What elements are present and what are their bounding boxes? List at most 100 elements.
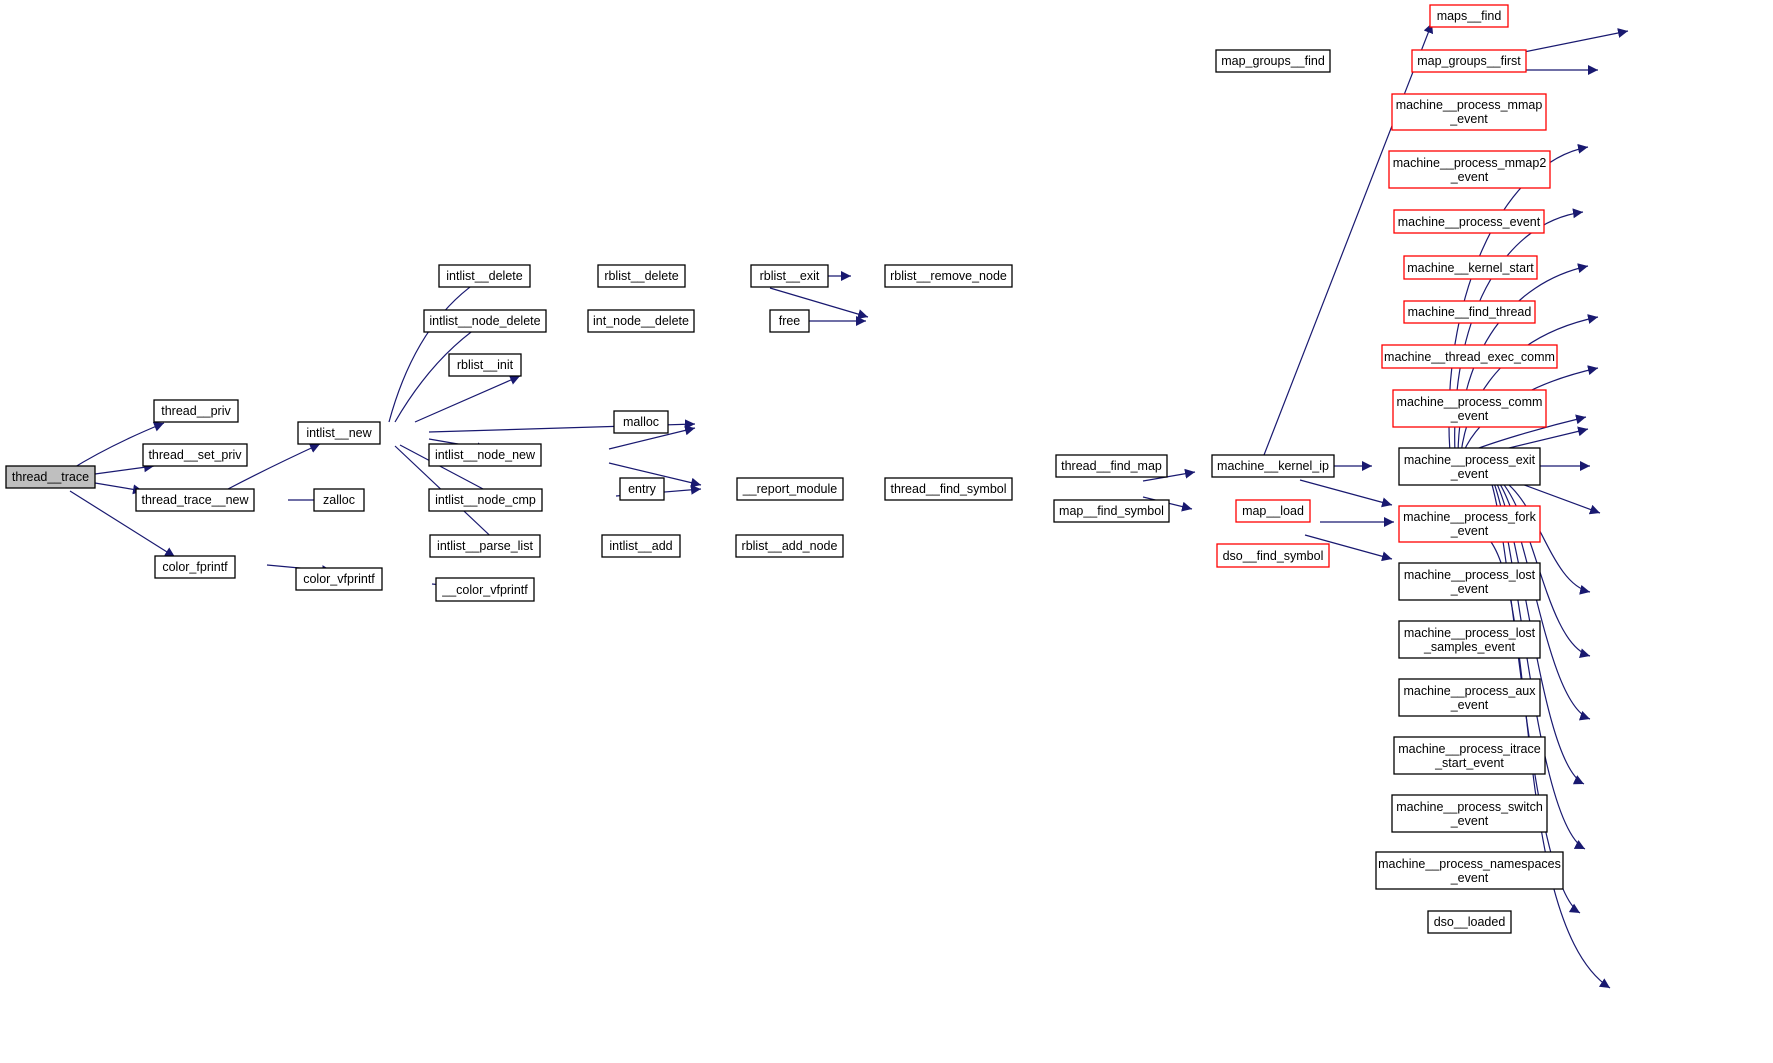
node-machine-kernel-ip[interactable]: machine__kernel_ip: [1211, 454, 1335, 478]
svg-text:machine__thread_exec_comm: machine__thread_exec_comm: [1384, 350, 1555, 364]
node-report-module[interactable]: __report_module: [736, 477, 844, 501]
svg-text:_event: _event: [1450, 467, 1489, 481]
svg-text:thread_trace__new: thread_trace__new: [141, 493, 249, 507]
svg-text:machine__process_aux: machine__process_aux: [1403, 684, 1536, 698]
node-thread-find-map[interactable]: thread__find_map: [1055, 454, 1168, 478]
svg-text:color_fprintf: color_fprintf: [162, 560, 228, 574]
svg-text:map__load: map__load: [1242, 504, 1304, 518]
svg-text:thread__priv: thread__priv: [161, 404, 231, 418]
svg-text:_event: _event: [1450, 814, 1489, 828]
node-rblist-delete[interactable]: rblist__delete: [597, 264, 686, 288]
svg-text:intlist__delete: intlist__delete: [446, 269, 522, 283]
edge-map-find-symbol-to-dso-find-symbol: [1304, 534, 1393, 562]
node-m-itrace[interactable]: machine__process_itrace _start_event: [1393, 736, 1546, 775]
svg-text:entry: entry: [628, 482, 657, 496]
svg-text:thread__trace: thread__trace: [12, 470, 89, 484]
node-thread-find-symbol[interactable]: thread__find_symbol: [884, 477, 1013, 501]
edge-thread-trace-to-color-fprintf: [69, 490, 176, 558]
node-map-groups-first[interactable]: map_groups__first: [1411, 49, 1527, 73]
node-thread-set-priv[interactable]: thread__set_priv: [142, 443, 248, 467]
node-m-mmap[interactable]: machine__process_mmap _event: [1391, 93, 1547, 131]
node-rblist-init[interactable]: rblist__init: [448, 353, 522, 377]
svg-text:maps__find: maps__find: [1437, 9, 1502, 23]
svg-text:machine__find_thread: machine__find_thread: [1408, 305, 1532, 319]
svg-text:machine__process_itrace: machine__process_itrace: [1398, 742, 1540, 756]
edge-thread-trace-to-thread-set-priv: [94, 462, 155, 475]
node-m-lostsamples[interactable]: machine__process_lost _samples_event: [1398, 620, 1541, 659]
svg-text:__color_vfprintf: __color_vfprintf: [441, 583, 528, 597]
node-int-node-delete[interactable]: int_node__delete: [587, 309, 695, 333]
node-m-comm[interactable]: machine__process_comm _event: [1392, 389, 1547, 428]
node-map-find-symbol[interactable]: map__find_symbol: [1053, 499, 1170, 523]
edge-intlist-node-new-to-entry: [608, 462, 702, 488]
node-map-load[interactable]: map__load: [1235, 499, 1311, 523]
node-color-vfprintf[interactable]: color_vfprintf: [295, 567, 383, 591]
node-color-fprintf[interactable]: color_fprintf: [154, 555, 236, 579]
node-intlist-node-cmp[interactable]: intlist__node_cmp: [428, 488, 543, 512]
node-entry[interactable]: entry: [619, 477, 665, 501]
svg-text:__report_module: __report_module: [742, 482, 838, 496]
node-dso-loaded[interactable]: dso__loaded: [1427, 910, 1512, 934]
svg-text:machine__process_mmap: machine__process_mmap: [1396, 98, 1543, 112]
svg-text:rblist__add_node: rblist__add_node: [742, 539, 838, 553]
svg-text:intlist__add: intlist__add: [609, 539, 672, 553]
node-dso-find-symbol[interactable]: dso__find_symbol: [1216, 543, 1330, 568]
svg-text:thread__find_symbol: thread__find_symbol: [890, 482, 1006, 496]
svg-text:intlist__node_new: intlist__node_new: [435, 448, 536, 462]
node-intlist-node-delete[interactable]: intlist__node_delete: [423, 309, 547, 333]
svg-text:machine__kernel_ip: machine__kernel_ip: [1217, 459, 1329, 473]
node-malloc[interactable]: malloc: [613, 410, 669, 434]
svg-text:intlist__new: intlist__new: [306, 426, 372, 440]
svg-text:_event: _event: [1450, 409, 1489, 423]
svg-text:_event: _event: [1449, 112, 1488, 126]
edge-rblist-delete-to-free: [769, 287, 869, 319]
node-rblist-add-node[interactable]: rblist__add_node: [735, 534, 844, 558]
svg-text:rblist__init: rblist__init: [457, 358, 514, 372]
node-m-fork[interactable]: machine__process_fork _event: [1398, 505, 1541, 543]
edge-kernel-ip-to-m-lostsamples: [1497, 477, 1591, 658]
svg-text:intlist__node_delete: intlist__node_delete: [429, 314, 540, 328]
svg-text:machine__process_namespaces: machine__process_namespaces: [1378, 857, 1561, 871]
node-m-exit[interactable]: machine__process_exit _event: [1398, 447, 1541, 486]
node-free[interactable]: free: [769, 309, 810, 333]
node-maps-find[interactable]: maps__find: [1429, 4, 1509, 28]
node-color-vfprintf2[interactable]: __color_vfprintf: [435, 577, 535, 602]
edge-intlist-node-new-to-malloc: [608, 425, 696, 450]
node-m-mmap2[interactable]: machine__process_mmap2 _event: [1388, 150, 1551, 189]
edge-kernel-ip-to-m-aux: [1495, 477, 1591, 721]
node-m-aux[interactable]: machine__process_aux _event: [1398, 678, 1541, 717]
svg-text:int_node__delete: int_node__delete: [593, 314, 689, 328]
svg-text:malloc: malloc: [623, 415, 659, 429]
node-m-kstart[interactable]: machine__kernel_start: [1403, 255, 1538, 280]
node-intlist-add[interactable]: intlist__add: [601, 534, 681, 558]
node-map-groups-find[interactable]: map_groups__find: [1215, 49, 1331, 73]
node-thread-priv[interactable]: thread__priv: [153, 399, 239, 423]
node-m-event[interactable]: machine__process_event: [1393, 209, 1545, 234]
node-zalloc[interactable]: zalloc: [313, 488, 365, 512]
svg-text:thread__set_priv: thread__set_priv: [148, 448, 242, 462]
svg-text:machine__process_fork: machine__process_fork: [1403, 510, 1536, 524]
svg-text:map_groups__find: map_groups__find: [1221, 54, 1325, 68]
node-m-lost[interactable]: machine__process_lost _event: [1398, 562, 1541, 601]
node-m-switch[interactable]: machine__process_switch _event: [1391, 794, 1548, 833]
svg-text:rblist__delete: rblist__delete: [604, 269, 678, 283]
edge-kernel-ip-to-m-lost: [1499, 477, 1591, 595]
node-intlist-delete[interactable]: intlist__delete: [438, 264, 531, 288]
node-m-ns[interactable]: machine__process_namespaces _event: [1375, 851, 1564, 890]
svg-text:free: free: [779, 314, 801, 328]
node-intlist-node-new[interactable]: intlist__node_new: [428, 443, 542, 467]
node-intlist-parse-list[interactable]: intlist__parse_list: [429, 534, 541, 558]
node-rblist-remove-node[interactable]: rblist__remove_node: [884, 264, 1013, 288]
svg-text:machine__kernel_start: machine__kernel_start: [1407, 261, 1534, 275]
edge-intlist-new-to-rblist-init: [414, 375, 521, 423]
node-m-findthread[interactable]: machine__find_thread: [1403, 300, 1536, 324]
node-rblist-exit[interactable]: rblist__exit: [750, 264, 829, 288]
svg-text:dso__loaded: dso__loaded: [1434, 915, 1506, 929]
node-thread-trace-new[interactable]: thread_trace__new: [135, 488, 255, 512]
node-thread-trace[interactable]: thread__trace: [5, 465, 96, 489]
svg-text:rblist__exit: rblist__exit: [760, 269, 820, 283]
node-intlist-new[interactable]: intlist__new: [297, 421, 381, 445]
node-m-execcomm[interactable]: machine__thread_exec_comm: [1381, 344, 1558, 369]
svg-text:machine__process_comm: machine__process_comm: [1397, 395, 1543, 409]
